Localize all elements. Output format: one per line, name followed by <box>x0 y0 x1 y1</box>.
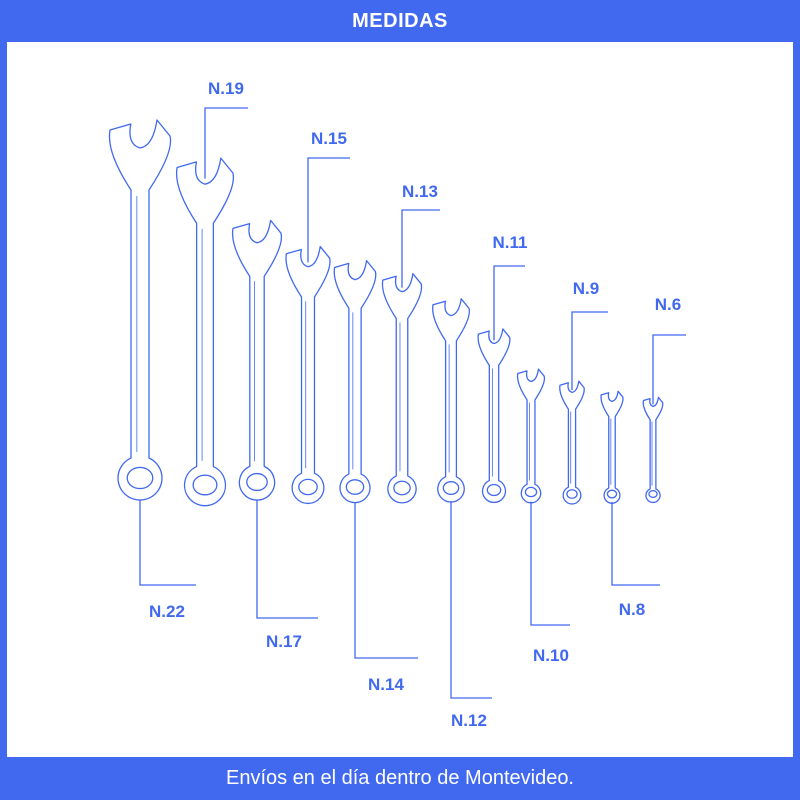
wrench-outline <box>381 273 423 504</box>
wrench-n17: N.17 <box>231 219 318 651</box>
wrench-n11: N.11 <box>477 233 528 504</box>
size-label: N.9 <box>573 279 599 298</box>
wrench-outline <box>333 259 377 504</box>
size-label: N.17 <box>266 632 302 651</box>
wrench-n6: N.6 <box>642 295 686 504</box>
wrench-outline <box>642 396 664 504</box>
wrench-outline <box>432 298 470 503</box>
callout-line <box>493 265 525 341</box>
wrench-n22: N.22 <box>108 119 196 621</box>
callout-line <box>139 500 196 586</box>
callout-line <box>611 501 660 586</box>
wrench-n14: N.14 <box>333 259 418 694</box>
wrench-outline <box>108 119 172 501</box>
wrench-outline <box>600 390 624 504</box>
size-label: N.13 <box>402 182 438 201</box>
wrench-ring-hole <box>126 466 154 490</box>
callout-line <box>401 209 440 288</box>
wrench-ring-hole <box>566 489 578 499</box>
size-label: N.8 <box>619 600 645 619</box>
size-label: N.11 <box>493 233 528 252</box>
page-title: MEDIDAS <box>352 9 448 32</box>
size-label: N.12 <box>451 711 487 730</box>
size-label: N.6 <box>655 295 681 314</box>
callout-line <box>354 501 418 659</box>
size-label: N.14 <box>368 675 404 694</box>
wrench-ring-hole <box>486 483 502 497</box>
wrench-outline <box>175 157 235 507</box>
page-footer: Envíos en el día dentro de Montevideo. <box>0 757 800 800</box>
wrench-ring-hole <box>345 479 365 495</box>
wrench-n10: N.10 <box>516 368 570 665</box>
callout-line <box>450 501 492 699</box>
callout-line <box>204 107 248 179</box>
size-label: N.15 <box>311 129 347 148</box>
wrench-outline <box>285 245 331 505</box>
wrench-ring-hole <box>606 489 618 499</box>
page-header: MEDIDAS <box>0 0 800 42</box>
wrench-n15: N.15 <box>285 129 350 505</box>
wrench-ring-hole <box>192 474 218 496</box>
wrench-n13: N.13 <box>381 182 440 504</box>
size-label: N.10 <box>533 646 569 665</box>
callout-line <box>256 499 318 619</box>
wrench-ring-hole <box>298 478 318 496</box>
callout-line <box>530 501 570 626</box>
wrench-outline <box>477 328 511 504</box>
wrench-ring-hole <box>442 481 460 495</box>
wrench-n12: N.12 <box>432 298 492 730</box>
wrench-ring-hole <box>246 472 268 492</box>
size-label: N.19 <box>208 79 244 98</box>
callout-line <box>652 334 686 405</box>
wrench-ring-hole <box>524 486 538 498</box>
shipping-note: Envíos en el día dentro de Montevideo. <box>225 767 574 789</box>
callout-line <box>571 311 608 390</box>
wrench-n8: N.8 <box>600 390 660 619</box>
wrench-outline <box>559 380 585 505</box>
wrench-n9: N.9 <box>559 279 608 505</box>
wrench-outline <box>231 219 283 501</box>
wrench-outline <box>516 368 546 504</box>
wrench-ring-hole <box>393 480 411 496</box>
size-label: N.22 <box>149 602 185 621</box>
wrench-ring-hole <box>648 489 658 499</box>
callout-line <box>307 157 350 263</box>
wrench-n19: N.19 <box>175 79 248 507</box>
